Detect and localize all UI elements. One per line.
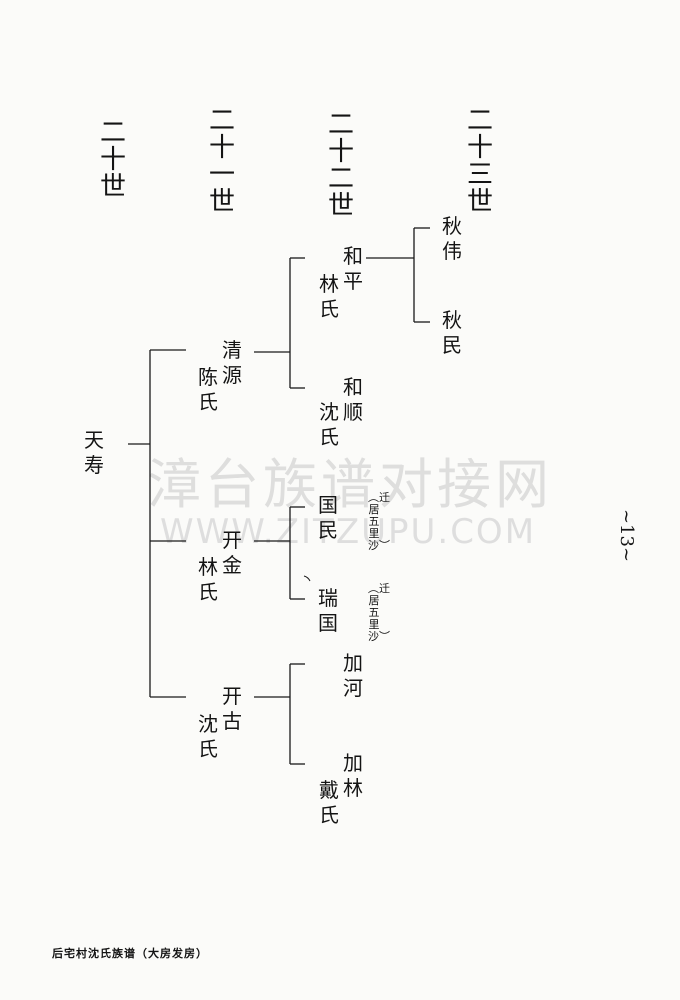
person-jialin: 加林 bbox=[343, 751, 363, 800]
watermark-chinese: 漳台族谱对接网 bbox=[147, 453, 553, 516]
person-qingyuan: 清源 bbox=[222, 338, 242, 387]
watermark-url: WWW.ZITZUPU.COM bbox=[159, 512, 537, 552]
spouse-kaijin: 林氏 bbox=[198, 555, 218, 604]
person-qiuwei: 秋伟 bbox=[442, 214, 462, 263]
book-footer: 后宅村沈氏族谱（大房发房） bbox=[52, 947, 208, 960]
spouse-heping: 林氏 bbox=[319, 272, 339, 321]
generation-header-23: 二十三世 bbox=[466, 106, 493, 217]
note-guomin: ︵迁居五里沙︶ bbox=[368, 491, 390, 552]
spouse-kaigu: 沈氏 bbox=[198, 712, 218, 761]
note-ruiguo: ︵迁居五里沙︶ bbox=[368, 582, 390, 643]
generation-header-20: 二十世 bbox=[99, 118, 126, 202]
person-heping: 和平 bbox=[343, 244, 363, 293]
person-tianshou: 天寿 bbox=[84, 428, 104, 477]
person-heshun: 和顺 bbox=[343, 375, 363, 424]
person-qiumin: 秋民 bbox=[442, 308, 462, 357]
spouse-jialin: 戴氏 bbox=[319, 778, 339, 827]
page-number: ~13~ bbox=[616, 508, 638, 563]
person-kaijin: 开金 bbox=[222, 528, 242, 577]
person-jiahe: 加河 bbox=[343, 651, 363, 700]
generation-header-21: 二十一世 bbox=[208, 106, 235, 217]
generation-header-22: 二十二世 bbox=[327, 110, 354, 221]
person-kaigu: 开古 bbox=[222, 684, 242, 733]
person-ruiguo: 瑞国 bbox=[318, 586, 338, 635]
spouse-qingyuan: 陈氏 bbox=[198, 365, 218, 414]
person-guomin: 国民 bbox=[318, 493, 338, 542]
spouse-heshun: 沈氏 bbox=[319, 400, 339, 449]
ink-speck bbox=[303, 575, 311, 582]
